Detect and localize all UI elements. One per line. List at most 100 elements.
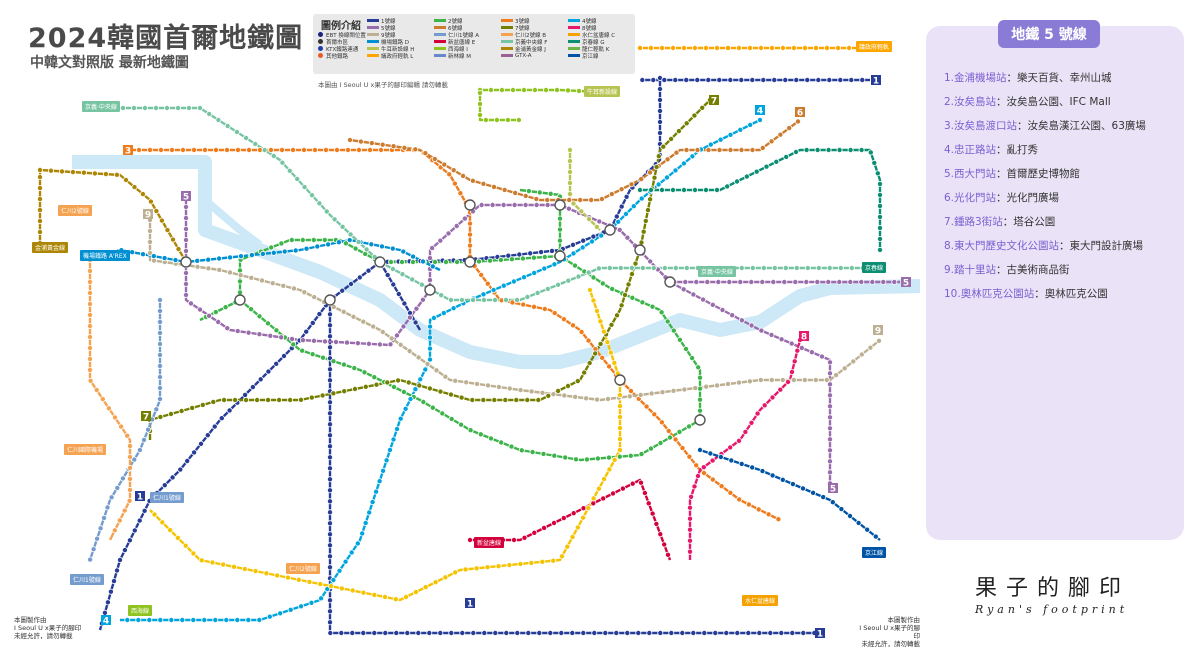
station-marker[interactable] <box>748 278 755 285</box>
station-marker[interactable] <box>648 45 655 52</box>
station-marker[interactable] <box>641 489 648 496</box>
station-marker[interactable] <box>212 146 219 153</box>
station-marker[interactable] <box>37 174 44 181</box>
station-marker[interactable] <box>877 213 884 220</box>
station-marker[interactable] <box>574 524 581 531</box>
station-marker[interactable] <box>407 395 414 402</box>
station-marker[interactable] <box>463 379 470 386</box>
station-marker[interactable] <box>156 340 163 347</box>
station-marker[interactable] <box>757 117 764 124</box>
station-marker[interactable] <box>627 452 634 459</box>
station-marker[interactable] <box>209 559 216 566</box>
station-marker[interactable] <box>422 584 429 591</box>
station-marker[interactable] <box>745 501 752 508</box>
station-marker[interactable] <box>670 327 677 334</box>
station-marker[interactable] <box>442 574 449 581</box>
station-marker[interactable] <box>382 630 389 637</box>
station-marker[interactable] <box>581 369 588 376</box>
station-marker[interactable] <box>529 449 536 456</box>
station-marker[interactable] <box>827 425 834 432</box>
station-marker[interactable] <box>833 372 840 379</box>
station-marker[interactable] <box>131 527 138 534</box>
station-marker[interactable] <box>211 423 218 430</box>
station-marker[interactable] <box>789 630 796 637</box>
station-marker[interactable] <box>237 272 244 279</box>
station-marker[interactable] <box>767 630 774 637</box>
station-marker[interactable] <box>544 201 551 208</box>
station-marker[interactable] <box>287 396 294 403</box>
station-marker[interactable] <box>437 237 444 244</box>
station-marker[interactable] <box>815 264 822 271</box>
station-marker[interactable] <box>623 210 630 217</box>
station-marker[interactable] <box>703 383 710 390</box>
station-marker[interactable] <box>646 630 653 637</box>
station-marker[interactable] <box>794 347 801 354</box>
station-marker[interactable] <box>243 396 250 403</box>
station-marker[interactable] <box>256 617 263 624</box>
station-marker[interactable] <box>653 520 660 527</box>
station-marker[interactable] <box>814 146 821 153</box>
station-marker[interactable] <box>667 434 674 441</box>
station-marker[interactable] <box>215 117 222 124</box>
station-marker[interactable] <box>270 249 277 256</box>
station-marker[interactable] <box>551 452 558 459</box>
station-marker[interactable] <box>325 241 332 248</box>
station-marker[interactable] <box>146 227 153 234</box>
station-marker[interactable] <box>368 140 375 147</box>
station-marker[interactable] <box>679 445 686 452</box>
station-marker[interactable] <box>826 77 833 84</box>
station-marker[interactable] <box>146 238 153 245</box>
station-marker[interactable] <box>547 190 554 197</box>
station-marker[interactable] <box>417 376 424 383</box>
station-marker[interactable] <box>269 280 276 287</box>
station-marker[interactable] <box>880 278 887 285</box>
station-marker[interactable] <box>366 146 373 153</box>
station-marker[interactable] <box>528 559 535 566</box>
station-marker[interactable] <box>756 630 763 637</box>
transfer-station-marker[interactable] <box>694 414 706 426</box>
station-marker[interactable] <box>541 253 548 260</box>
transfer-station-marker[interactable] <box>664 276 676 288</box>
station-marker[interactable] <box>570 510 577 517</box>
station-marker[interactable] <box>342 240 349 247</box>
station-marker[interactable] <box>648 186 655 193</box>
station-marker[interactable] <box>727 489 734 496</box>
station-marker[interactable] <box>665 427 672 434</box>
station-marker[interactable] <box>227 254 234 261</box>
station-marker[interactable] <box>157 617 164 624</box>
station-marker[interactable] <box>264 320 271 327</box>
station-marker[interactable] <box>152 105 159 112</box>
station-marker[interactable] <box>126 497 133 504</box>
station-marker[interactable] <box>585 337 592 344</box>
station-marker[interactable] <box>749 264 756 271</box>
station-marker[interactable] <box>827 392 834 399</box>
station-marker[interactable] <box>704 278 711 285</box>
station-marker[interactable] <box>476 100 483 107</box>
station-marker[interactable] <box>717 453 724 460</box>
station-marker[interactable] <box>559 553 566 560</box>
station-marker[interactable] <box>297 396 304 403</box>
station-marker[interactable] <box>116 517 123 524</box>
station-marker[interactable] <box>847 513 854 520</box>
station-marker[interactable] <box>655 181 662 188</box>
station-marker[interactable] <box>450 167 457 174</box>
station-marker[interactable] <box>341 388 348 395</box>
station-marker[interactable] <box>326 553 333 560</box>
station-marker[interactable] <box>699 104 706 111</box>
station-marker[interactable] <box>204 432 211 439</box>
station-marker[interactable] <box>206 111 213 118</box>
station-marker[interactable] <box>617 403 624 410</box>
station-marker[interactable] <box>593 223 600 230</box>
station-marker[interactable] <box>174 105 181 112</box>
station-marker[interactable] <box>690 630 697 637</box>
station-marker[interactable] <box>430 314 437 321</box>
station-marker[interactable] <box>482 117 489 124</box>
station-marker[interactable] <box>595 265 602 272</box>
station-marker[interactable] <box>738 146 745 153</box>
station-marker[interactable] <box>659 45 666 52</box>
station-marker[interactable] <box>841 365 848 372</box>
station-marker[interactable] <box>510 278 517 285</box>
station-marker[interactable] <box>392 596 399 603</box>
station-marker[interactable] <box>113 171 120 178</box>
station-marker[interactable] <box>615 218 622 225</box>
